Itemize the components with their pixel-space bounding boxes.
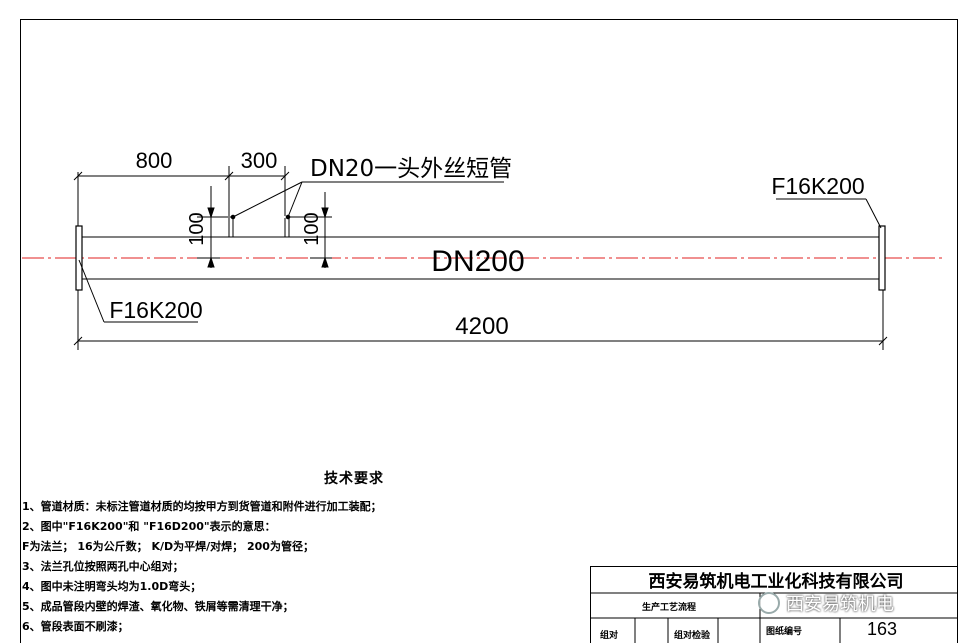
- sign-check-label: 组对检验: [674, 629, 711, 641]
- note-line: 4、图中未注明弯头均为1.0D弯头；: [22, 580, 202, 593]
- note-line: F为法兰； 16为公斤数； K/D为平焊/对焊； 200为管径；: [22, 540, 314, 553]
- dim-total: [73, 290, 888, 350]
- branch-stub-1: [228, 214, 236, 237]
- note-line: 1、管道材质：未标注管道材质的均按甲方到货管道和附件进行加工装配；: [22, 500, 382, 513]
- flange-right: [878, 225, 886, 291]
- flange-left-leader: [78, 259, 198, 323]
- wechat-icon: [758, 592, 780, 614]
- drawing-frame: [20, 19, 958, 643]
- pipe-label: DN200: [431, 245, 524, 278]
- note-line: 3、法兰孔位按照两孔中心组对；: [22, 560, 184, 573]
- process-label: 生产工艺流程: [642, 601, 696, 613]
- dim-h1-label: 100: [186, 212, 208, 245]
- note-line: 6、管段表面不刷漆；: [22, 620, 129, 633]
- dim-h2-label: 100: [301, 212, 323, 245]
- company-name: 西安易筑机电工业化科技有限公司: [649, 571, 904, 592]
- watermark-text: 西安易筑机电: [786, 594, 894, 615]
- dim-chain-top: [73, 166, 290, 226]
- notes-title: 技术要求: [324, 471, 384, 487]
- pipe-body: [82, 236, 879, 280]
- branch-label: DN20一头外丝短管: [310, 156, 512, 182]
- dim-total-label: 4200: [455, 313, 508, 340]
- branch-stub-2: [284, 214, 291, 237]
- flange-right-label: F16K200: [771, 173, 864, 199]
- drawing-no-label: 图纸编号: [766, 625, 802, 637]
- flange-left: [75, 225, 83, 291]
- watermark: 西安易筑机电: [758, 589, 963, 617]
- note-line: 2、图中"F16K200"和 "F16D200"表示的意思：: [22, 520, 276, 533]
- dim-vertical-2: [288, 192, 332, 268]
- note-line: 5、成品管段内壁的焊渣、氧化物、铁屑等需清理干净；: [22, 600, 294, 613]
- drawing-no: 163: [867, 619, 897, 639]
- flange-left-label: F16K200: [109, 297, 202, 323]
- flange-right-leader: [776, 198, 882, 229]
- dim-vertical-1: [197, 186, 233, 268]
- branch-leader: [232, 181, 504, 218]
- title-block: [590, 566, 958, 643]
- dim-second-label: 300: [241, 148, 278, 173]
- sign-group-label: 组对: [600, 629, 618, 641]
- dim-first-label: 800: [136, 148, 173, 173]
